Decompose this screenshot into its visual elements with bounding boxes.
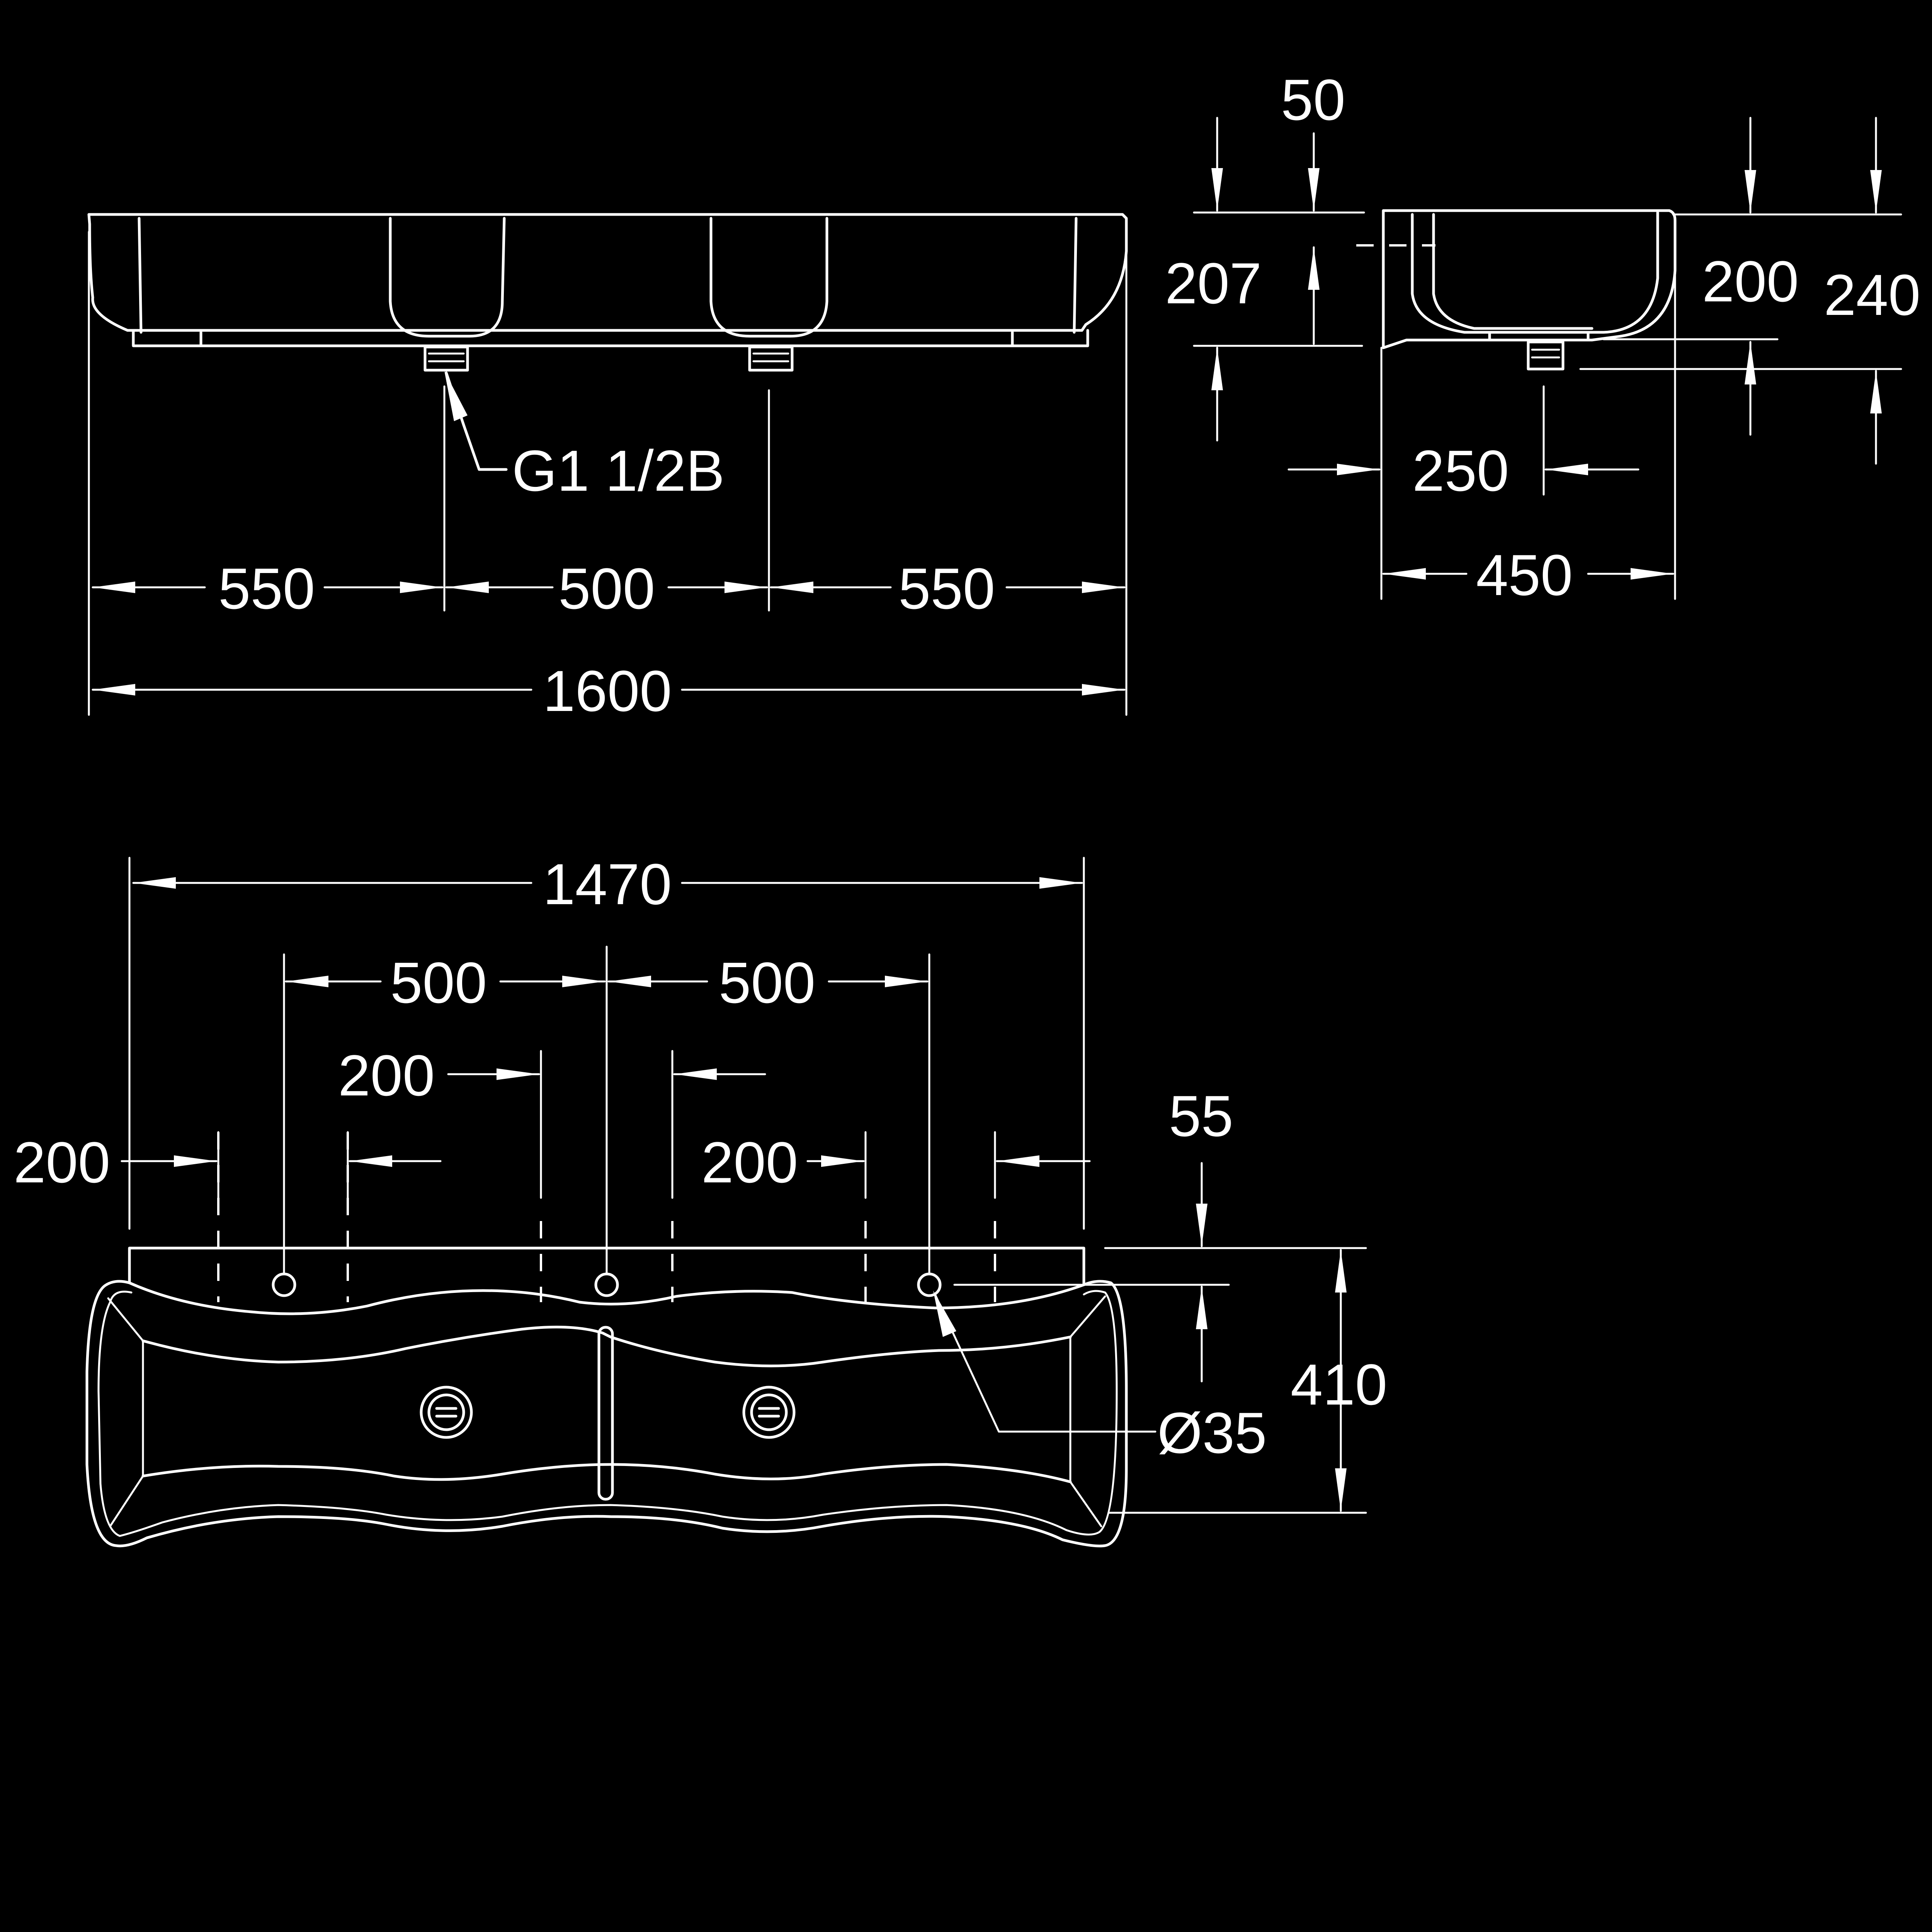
front-view-dim-seg-middle: 500	[558, 556, 655, 621]
front-view-outlet-right	[748, 345, 794, 372]
top-view-tap-hole-left	[272, 1272, 296, 1297]
side-view-dim-overall-height: 240	[1824, 262, 1920, 327]
side-view-dim-basin-depth: 200	[1702, 249, 1799, 314]
top-view-dim-tap-spacing-left: 500	[390, 950, 487, 1015]
top-view-dim-overall-depth: 410	[1291, 1352, 1387, 1417]
top-view-tap-hole-right	[917, 1272, 942, 1297]
top-view-dim-zone-outer-left: 200	[14, 1130, 110, 1195]
front-view-dim-seg-right: 550	[898, 556, 995, 621]
side-view-outlet	[1527, 340, 1565, 371]
top-view-dim-tap-hole-diameter: Ø35	[1157, 1400, 1267, 1465]
front-view-dim-total-width: 1600	[543, 658, 672, 723]
side-view-dim-depth: 450	[1476, 543, 1573, 607]
front-view: G1 1/2B 550 500 550 1600	[87, 213, 1128, 723]
front-view-dim-seg-left: 550	[218, 556, 315, 621]
top-view-dim-tap-spacing-right: 500	[719, 950, 815, 1015]
top-view-dim-zone-inner-right: 200	[701, 1130, 798, 1195]
side-view: 50 207 200 240 250 450	[1165, 67, 1920, 607]
front-view-outlet-left	[423, 345, 469, 372]
side-view-dim-top-offset: 50	[1281, 67, 1345, 132]
front-view-basin-right	[709, 217, 828, 338]
top-view-drain-left	[420, 1386, 473, 1439]
top-view: 1470 500 500 200 200 200	[14, 852, 1387, 1548]
side-view-dim-outlet-offset: 250	[1412, 438, 1509, 503]
top-view-dim-overall-length: 1470	[543, 852, 672, 917]
top-view-drain-right	[742, 1386, 796, 1439]
top-view-dim-back-edge: 55	[1169, 1083, 1233, 1148]
top-view-divider	[597, 1326, 614, 1501]
front-view-thread-label: G1 1/2B	[512, 438, 724, 503]
top-view-tap-hole-center	[594, 1272, 619, 1297]
front-view-rim	[87, 213, 1128, 332]
front-view-basin-left	[389, 217, 506, 338]
side-view-dim-rim-height: 207	[1165, 251, 1262, 316]
top-view-dim-zone-inner-left: 200	[338, 1043, 435, 1108]
top-view-outline	[85, 1280, 1128, 1548]
